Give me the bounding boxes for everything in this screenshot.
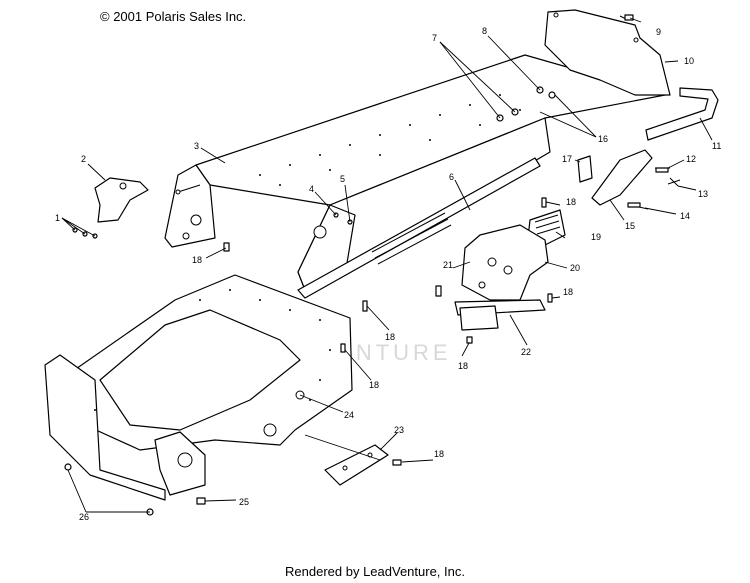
rear-bumper (645, 87, 719, 141)
callout-18-a: 18 (566, 197, 576, 207)
callout-1: 1 (55, 213, 60, 223)
callout-5: 5 (340, 174, 345, 184)
callout-16: 16 (598, 134, 608, 144)
callout-17: 17 (562, 154, 572, 164)
callout-18-e: 18 (458, 361, 468, 371)
hinge-bracket (577, 149, 681, 210)
leader-lines (61, 17, 713, 513)
callout-6: 6 (449, 172, 454, 182)
callout-20: 20 (570, 263, 580, 273)
callout-24: 24 (344, 410, 354, 420)
callout-10: 10 (684, 56, 694, 66)
rear-flap (544, 9, 671, 96)
callout-18-g: 18 (434, 449, 444, 459)
left-mount-bracket (94, 177, 149, 223)
tunnel-assembly (164, 54, 666, 299)
callout-18-c: 18 (192, 255, 202, 265)
footer-rendered-by: Rendered by LeadVenture, Inc. (285, 564, 465, 579)
callout-2: 2 (81, 154, 86, 164)
callout-18-d: 18 (385, 332, 395, 342)
skid-bracket (324, 444, 389, 486)
callout-25: 25 (239, 497, 249, 507)
callout-21: 21 (443, 260, 453, 270)
callout-12: 12 (686, 154, 696, 164)
callout-8: 8 (482, 26, 487, 36)
callout-15: 15 (625, 221, 635, 231)
callout-3: 3 (194, 141, 199, 151)
callout-18-b: 18 (563, 287, 573, 297)
callout-4: 4 (309, 184, 314, 194)
callout-23: 23 (394, 425, 404, 435)
callout-26: 26 (79, 512, 89, 522)
callout-9: 9 (656, 27, 661, 37)
copyright-text: © 2001 Polaris Sales Inc. (100, 9, 247, 24)
lower-brace (454, 299, 546, 331)
callout-13: 13 (698, 189, 708, 199)
callouts: 1 2 3 4 5 6 7 8 9 10 11 12 13 14 15 16 1… (55, 26, 721, 522)
callout-18-f: 18 (369, 380, 379, 390)
belly-pan (44, 274, 353, 501)
rear-bracket (461, 224, 549, 301)
callout-11: 11 (712, 141, 721, 151)
callout-14: 14 (680, 211, 690, 221)
callout-22: 22 (521, 347, 531, 357)
callout-19: 19 (591, 232, 601, 242)
callout-7: 7 (432, 33, 437, 43)
